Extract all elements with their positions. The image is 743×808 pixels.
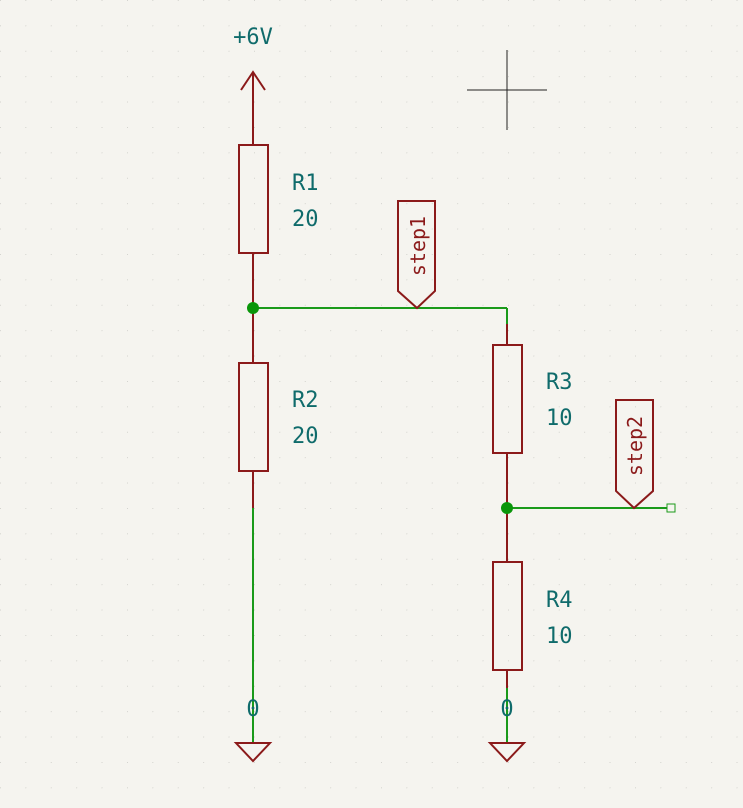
resistor-r2[interactable] (238, 308, 269, 508)
r2-ref-label: R2 (292, 388, 319, 413)
ground-icon (487, 742, 527, 763)
ground-icon (233, 742, 273, 763)
wires (252, 307, 667, 742)
net-label-step1[interactable]: step1 (397, 200, 436, 310)
net-label-step2[interactable]: step2 (615, 399, 654, 510)
power-label: +6V (233, 25, 273, 50)
r4-ref-label: R4 (546, 588, 573, 613)
cursor-crosshair (467, 50, 547, 130)
junction-dot-step1[interactable] (247, 302, 259, 314)
r3-ref-label: R3 (546, 370, 573, 395)
ground-left-label: 0 (246, 697, 259, 722)
ground-symbol-right[interactable]: 0 (487, 697, 527, 763)
wire-end-marker[interactable] (666, 503, 676, 513)
r4-value-label: 10 (546, 624, 573, 649)
r1-ref-label: R1 (292, 171, 319, 196)
step1-label-text: step1 (406, 216, 430, 276)
power-plus6v-symbol[interactable] (240, 70, 266, 125)
r1-value-label: 20 (292, 207, 319, 232)
r3-value-label: 10 (546, 406, 573, 431)
step2-label-text: step2 (623, 416, 647, 476)
resistor-r3[interactable] (492, 324, 523, 508)
ground-right-label: 0 (500, 697, 513, 722)
ground-symbol-left[interactable]: 0 (233, 697, 273, 763)
resistor-r1[interactable] (238, 125, 269, 308)
r2-value-label: 20 (292, 424, 319, 449)
resistor-r4[interactable] (492, 508, 523, 688)
junction-dot-step2[interactable] (501, 502, 513, 514)
